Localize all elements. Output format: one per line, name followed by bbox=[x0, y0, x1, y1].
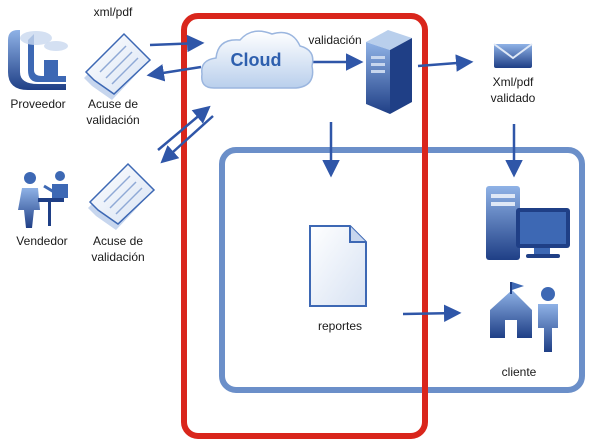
arrow-cloud-to-acuse bbox=[146, 64, 202, 82]
label-xml-validado-line1: Xml/pdf bbox=[493, 75, 534, 89]
computer-icon bbox=[486, 186, 570, 260]
customer-home-icon bbox=[490, 282, 558, 352]
arrow-doc-to-cloud bbox=[149, 34, 205, 53]
label-xml-pdf: xml/pdf bbox=[94, 5, 133, 19]
arrow-reportes-to-cliente bbox=[402, 304, 462, 323]
document-stack-icon bbox=[88, 162, 156, 230]
factory-icon bbox=[8, 30, 68, 90]
label-acuse-bottom-line2: validación bbox=[91, 250, 144, 264]
seller-icon bbox=[18, 171, 68, 228]
label-cloud: Cloud bbox=[231, 50, 282, 70]
label-xml-validado-line2: validado bbox=[491, 91, 536, 105]
cloud-icon bbox=[201, 30, 314, 89]
arrow-server-to-mail bbox=[417, 54, 474, 72]
label-cliente: cliente bbox=[502, 365, 537, 379]
blue-frame bbox=[219, 147, 585, 393]
label-acuse-top-line2: validación bbox=[86, 113, 139, 127]
server-icon bbox=[366, 30, 412, 114]
red-frame bbox=[181, 13, 428, 439]
document-stack-icon bbox=[84, 32, 152, 100]
label-validacion: validación bbox=[308, 33, 361, 47]
label-acuse-top-line1: Acuse de bbox=[88, 97, 138, 111]
arrows bbox=[146, 34, 523, 323]
envelope-icon bbox=[493, 43, 533, 68]
label-acuse-bottom-line1: Acuse de bbox=[93, 234, 143, 248]
arrow-cloud-to-vendor-acuse bbox=[160, 115, 214, 164]
document-icon bbox=[309, 225, 367, 307]
label-reportes: reportes bbox=[318, 319, 362, 333]
label-proveedor: Proveedor bbox=[10, 97, 65, 111]
arrow-vendor-doc-to-cloud bbox=[157, 105, 211, 151]
label-vendedor: Vendedor bbox=[16, 234, 67, 248]
